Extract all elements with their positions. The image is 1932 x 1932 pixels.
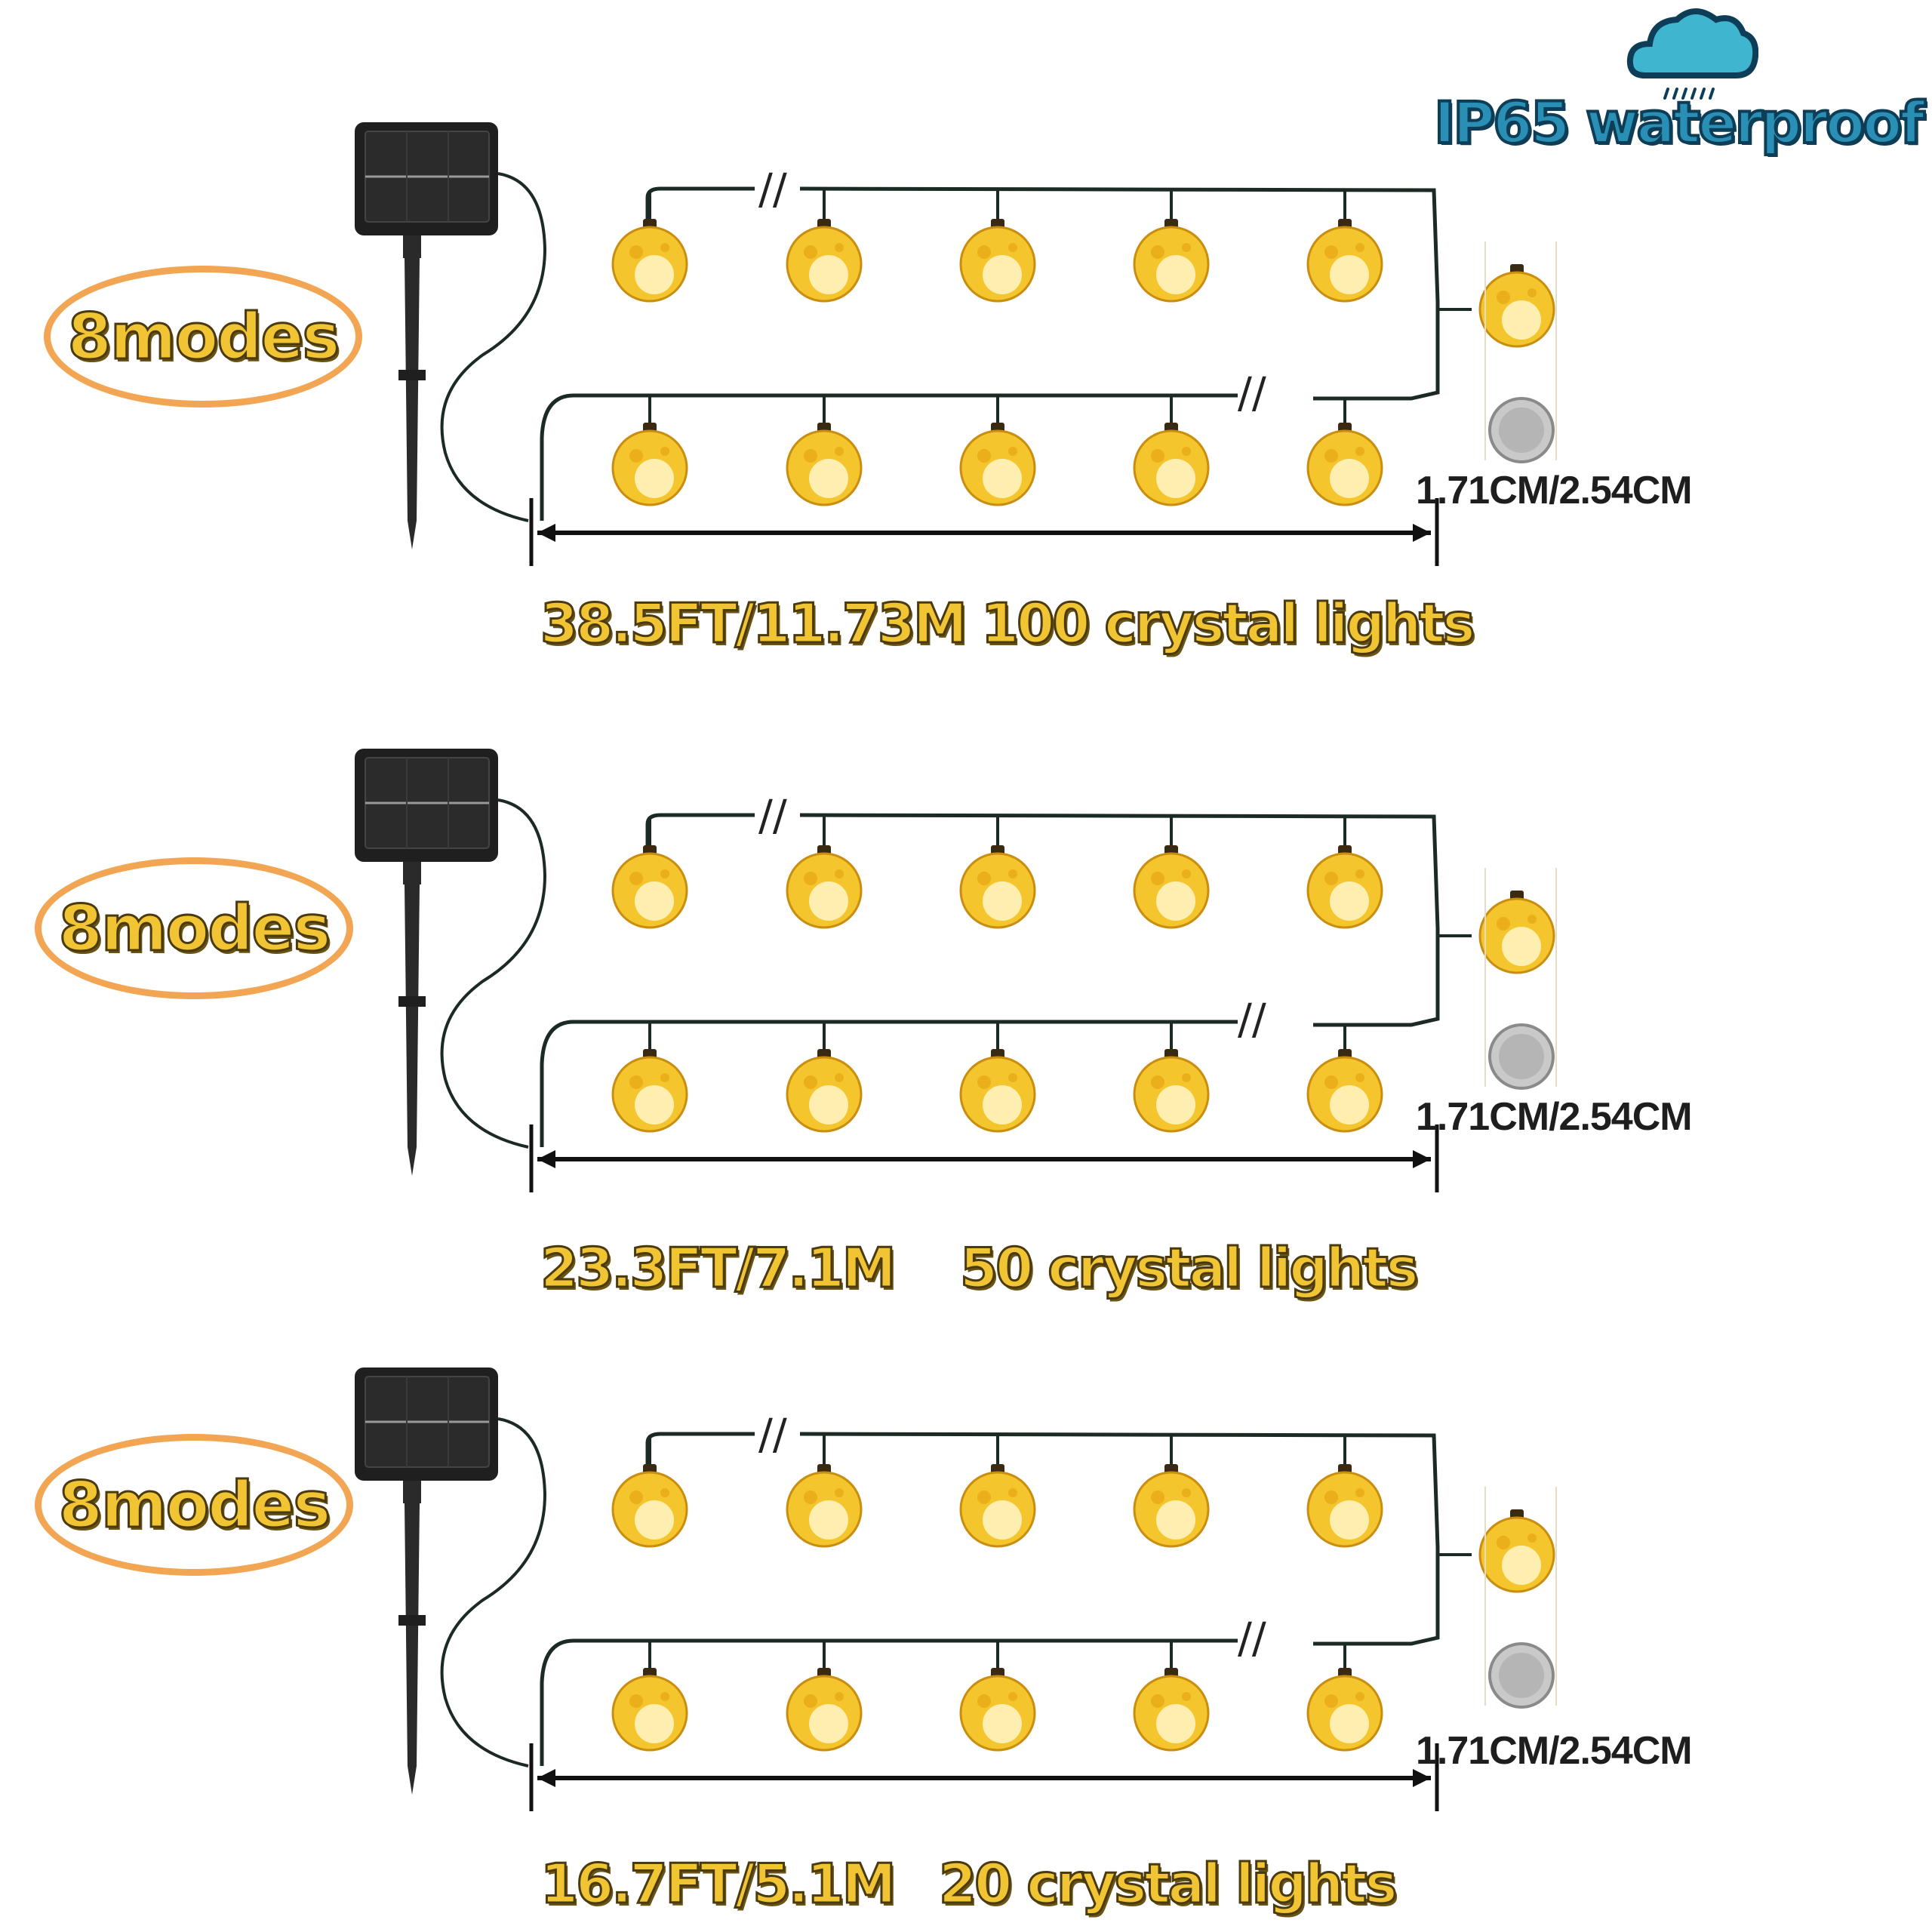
string-light-diagram: // // [355,1367,1557,1811]
top-wire [645,186,755,226]
right-wire [799,186,1440,401]
bottom-wire [540,393,1238,521]
crystal-bulb [1478,1509,1555,1593]
solar-panel [355,122,547,549]
panel-cable [440,1417,547,1767]
modes-badge: 8modes [44,266,362,408]
crystal-bulb [611,1049,688,1133]
length-label: 16.7FT/5.1M [539,1851,897,1917]
quarter-coin [1488,397,1555,463]
crystal-bulb [611,423,688,506]
top-wire [645,1432,755,1472]
rain-cloud-icon [1626,8,1758,100]
crystal-bulb [1478,891,1555,974]
panel-cable [440,172,547,522]
string-light-diagram: // // [355,749,1557,1192]
modes-label: 8modes [66,299,341,375]
crystal-bulb [1133,1668,1210,1752]
crystal-bulb [786,1464,863,1548]
crystal-bulb [1306,1049,1383,1133]
ground-stake [405,258,420,549]
panel-cable [440,798,547,1149]
quarter-coin [1488,1642,1555,1709]
right-wire [799,813,1440,1027]
lights-count-label: 100 crystal lights [980,591,1477,657]
bulb-size-label: 1.71CM/2.54CM [1416,1729,1693,1773]
product-section-1: //// 8modes 1.71CM/2.54CM 38.5FT/11.73M … [0,0,1932,657]
product-section-2: // // 8modes 1.71CM/2.54CM 23.3FT/7.1M 50… [0,626,1932,1301]
crystal-bulb [959,845,1036,929]
crystal-bulb [1133,1464,1210,1548]
break-mark: // [758,792,787,841]
modes-badge: 8modes [35,857,353,999]
crystal-bulb [959,1049,1036,1133]
crystal-bulb [786,423,863,506]
break-mark: // [758,165,787,214]
crystal-bulb [611,219,688,303]
bulb-size-label: 1.71CM/2.54CM [1416,1095,1693,1139]
crystal-bulb [1133,423,1210,506]
crystal-bulb [611,845,688,929]
crystal-bulb [959,1464,1036,1548]
bottom-wire [540,1020,1238,1147]
modes-label: 8modes [57,891,332,967]
break-mark: // [758,1411,787,1460]
crystal-bulb [1306,845,1383,929]
solar-panel [355,1367,547,1795]
length-label: 38.5FT/11.73M [540,591,969,657]
bottom-wire [540,1638,1238,1766]
crystal-bulb [959,219,1036,303]
crystal-bulb [1133,219,1210,303]
quarter-coin [1488,1023,1555,1090]
crystal-bulb [611,1464,688,1548]
lights-count-label: 50 crystal lights [958,1235,1419,1301]
crystal-bulb [1306,219,1383,303]
crystal-bulb [786,1668,863,1752]
top-wire [645,813,755,853]
waterproof-title: IP65 waterproof [1432,88,1926,158]
crystal-bulb [1478,264,1555,348]
break-mark: // [1238,1614,1266,1663]
crystal-bulb [1306,423,1383,506]
crystal-bulb [1306,1464,1383,1548]
product-section-3: // // 8modes 1.71CM/2.54CM 16.7FT/5.1M 20… [0,1245,1932,1917]
length-dimension-arrow [529,498,1439,566]
crystal-bulb [786,219,863,303]
crystal-bulb [959,423,1036,506]
length-dimension-arrow [529,1743,1439,1811]
string-light-diagram: // // [355,122,1557,566]
modes-label: 8modes [57,1467,332,1543]
crystal-bulb [1133,845,1210,929]
length-label: 23.3FT/7.1M [539,1235,897,1301]
bulb-size-label: 1.71CM/2.54CM [1416,469,1693,512]
ground-stake [405,884,420,1176]
solar-panel [355,749,547,1176]
break-mark: // [1238,995,1266,1044]
length-dimension-arrow [529,1124,1439,1192]
break-mark: // [1238,369,1266,418]
crystal-bulb [786,845,863,929]
crystal-bulb [959,1668,1036,1752]
crystal-bulb [786,1049,863,1133]
lights-count-label: 20 crystal lights [937,1851,1398,1917]
ground-stake [405,1503,420,1795]
modes-badge: 8modes [35,1434,353,1576]
crystal-bulb [1306,1668,1383,1752]
crystal-bulb [611,1668,688,1752]
crystal-bulb [1133,1049,1210,1133]
right-wire [799,1432,1440,1646]
